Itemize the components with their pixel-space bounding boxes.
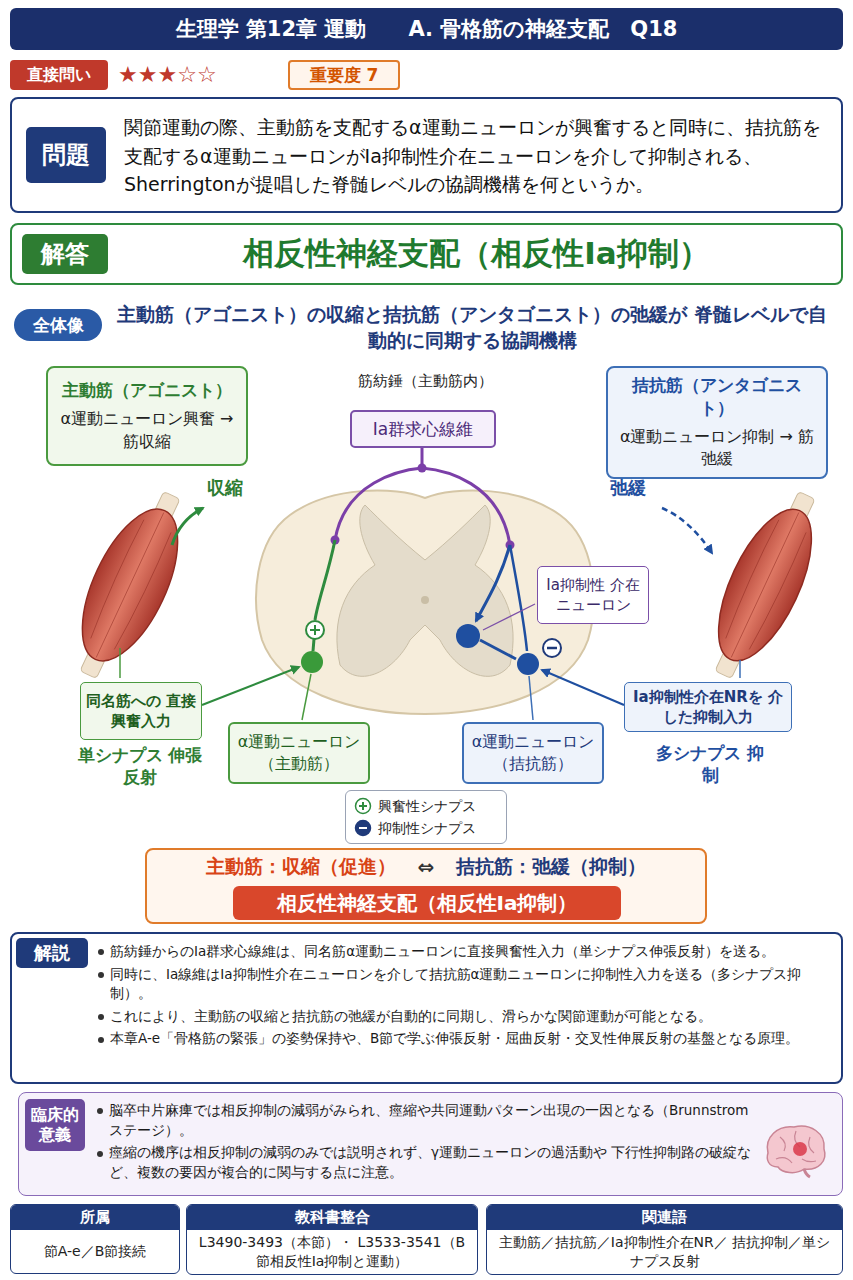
legend-text: 興奮性シナプス <box>378 795 476 817</box>
antagonist-box: 拮抗筋（アンタゴニスト） α運動ニューロン抑制 → 筋弛緩 <box>606 366 828 479</box>
tag-label: 直接問い <box>10 60 108 90</box>
legend-sample <box>354 797 372 815</box>
clinical-tag: 臨床的 意義 <box>25 1099 85 1151</box>
explanation-box: 筋紡錘からのIa群求心線維は、同名筋α運動ニューロンに直接興奮性入力（単シナプス… <box>10 932 843 1084</box>
footer-heading: 教科書整合 <box>187 1205 477 1230</box>
overview-text: 主動筋（アゴニスト）の収縮と拮抗筋（アンタゴニスト）の弛緩が 脊髄レベルで自動的… <box>112 302 832 353</box>
node-text: 相反性神経支配（相反性Ia抑制） <box>277 890 578 917</box>
footer-box: 所属節A-e／B節接続 <box>10 1204 180 1274</box>
legend-sample <box>354 819 372 837</box>
bullet-text: 本章A-e「骨格筋の緊張」の姿勢保持や、B節で学ぶ伸張反射・屈曲反射・交叉性伸展… <box>96 1029 833 1049</box>
node-text: 全体像 <box>33 314 84 337</box>
node-text: 主動筋：収縮（促進） <box>206 854 396 880</box>
explanation-tag: 解説 <box>16 938 88 968</box>
relaxation-label: 弛緩 <box>610 476 660 500</box>
node-text: 重要度 7 <box>310 64 379 87</box>
node-text: 主動筋（アゴニスト） <box>62 379 232 402</box>
afferent-box: Ia群求心線維 <box>350 410 496 448</box>
legend-box: 興奮性シナプス抑制性シナプス <box>345 790 507 844</box>
node-text: 相反性神経支配（相反性Ia抑制） <box>243 233 709 275</box>
inhibition-label: 多シナプス 抑制 <box>648 742 772 786</box>
spindle-label: 筋紡錘（主動筋内） <box>340 372 510 391</box>
bullet-text: 脳卒中片麻痺では相反抑制の減弱がみられ、痙縮や共同運動パターン出現の一因となる（… <box>95 1101 752 1140</box>
bullet-dot <box>98 1014 104 1020</box>
bullet-dot <box>98 949 104 955</box>
bullet-text: 筋紡錘からのIa群求心線維は、同名筋α運動ニューロンに直接興奮性入力（単シナプス… <box>96 942 833 962</box>
overview-pill: 全体像 <box>14 309 102 341</box>
legend-row: 抑制性シナプス <box>354 817 498 839</box>
footer-heading: 所属 <box>11 1205 179 1230</box>
clinical-box: 脳卒中片麻痺では相反抑制の減弱がみられ、痙縮や共同運動パターン出現の一因となる（… <box>18 1092 843 1196</box>
node-text: 拮抗筋：弛緩（抑制） <box>456 854 646 880</box>
contraction-label: 収縮 <box>207 476 257 500</box>
agonist-muscle <box>56 480 205 690</box>
footer-heading: 関連語 <box>487 1205 842 1230</box>
importance-box: 重要度 7 <box>288 60 400 90</box>
node-text: 臨床的 意義 <box>25 1105 85 1145</box>
agonist-box: 主動筋（アゴニスト） α運動ニューロン興奮 → 筋収縮 <box>46 366 248 466</box>
antagonist-muscle <box>692 481 837 689</box>
bullet-dot <box>98 1037 104 1043</box>
bullet-dot <box>97 1151 103 1157</box>
node-text: 解答 <box>41 238 89 270</box>
node-text: 解説 <box>34 940 70 966</box>
node-text: ⇔ <box>418 855 435 879</box>
node-text: α運動ニューロン抑制 → 筋弛緩 <box>616 426 818 471</box>
answer-tag: 解答 <box>22 234 108 274</box>
question-tag: 問題 <box>26 127 106 183</box>
header-band: 生理学 第12章 運動 A. 骨格筋の神経支配 Q18 <box>10 8 843 50</box>
bullet-dot <box>98 972 104 978</box>
legend-text: 抑制性シナプス <box>378 817 476 839</box>
summary-box: 主動筋：収縮（促進） ⇔ 拮抗筋：弛緩（抑制） 相反性神経支配（相反性Ia抑制） <box>145 848 707 924</box>
legend-row: 興奮性シナプス <box>354 795 498 817</box>
node-text: Ia抑制性介在NRを 介した抑制入力 <box>629 687 787 728</box>
footer-text: 節A-e／B節接続 <box>11 1230 179 1273</box>
answer-box: 相反性神経支配（相反性Ia抑制） 解答 <box>10 223 843 285</box>
rating-stars: ★★★☆☆ <box>118 60 268 90</box>
bullet-text: 同時に、Ia線維はIa抑制性介在ニューロンを介して拮抗筋α運動ニューロンに抑制性… <box>96 965 833 1004</box>
motor-neuron-box: α運動ニューロン （拮抗筋） <box>462 722 604 784</box>
brain-icon <box>760 1119 832 1179</box>
node-text: 同名筋への 直接興奮入力 <box>85 691 197 732</box>
motor-neuron-box: α運動ニューロン （主動筋） <box>228 722 370 784</box>
summary-band: 相反性神経支配（相反性Ia抑制） <box>233 886 621 920</box>
interneuron-box: Ia抑制性 介在ニューロン <box>537 566 649 624</box>
node-text: α運動ニューロン （拮抗筋） <box>468 731 598 776</box>
node-text: α運動ニューロン （主動筋） <box>234 731 364 776</box>
question-box: 関節運動の際、主動筋を支配するα運動ニューロンが興奮すると同時に、拮抗筋を支配す… <box>10 97 843 213</box>
node-text: α運動ニューロン興奮 → 筋収縮 <box>56 408 238 453</box>
node-text: 関節運動の際、主動筋を支配するα運動ニューロンが興奮すると同時に、拮抗筋を支配す… <box>124 113 825 199</box>
node-text: 直接問い <box>27 65 91 86</box>
footer-text: 主動筋／拮抗筋／Ia抑制性介在NR／ 拮抗抑制／単シナプス反射 <box>487 1230 842 1274</box>
footer-text: L3490-3493（本節）・ L3533-3541（B節相反性Ia抑制と運動） <box>187 1230 477 1274</box>
bullet-text: 痙縮の機序は相反抑制の減弱のみでは説明されず、γ運動ニューロンの過活動や 下行性… <box>95 1143 752 1182</box>
reflex-label: 単シナプス 伸張反射 <box>70 744 210 788</box>
excitatory-input-box: 同名筋への 直接興奮入力 <box>80 682 202 740</box>
node-text: 問題 <box>42 137 90 173</box>
page-title: 生理学 第12章 運動 A. 骨格筋の神経支配 Q18 <box>176 15 678 43</box>
footer-box: 教科書整合L3490-3493（本節）・ L3533-3541（B節相反性Ia抑… <box>186 1204 478 1275</box>
node-text: 拮抗筋（アンタゴニスト） <box>616 374 818 420</box>
bullet-dot <box>97 1108 103 1114</box>
inhibitory-input-box: Ia抑制性介在NRを 介した抑制入力 <box>624 682 792 732</box>
footer-box: 関連語主動筋／拮抗筋／Ia抑制性介在NR／ 拮抗抑制／単シナプス反射 <box>486 1204 843 1275</box>
bullet-text: これにより、主動筋の収縮と拮抗筋の弛緩が自動的に同期し、滑らかな関節運動が可能と… <box>96 1007 833 1027</box>
node-text: Ia抑制性 介在ニューロン <box>542 575 644 616</box>
summary-row: 主動筋：収縮（促進） ⇔ 拮抗筋：弛緩（抑制） <box>147 850 705 884</box>
node-text: Ia群求心線維 <box>373 418 473 441</box>
